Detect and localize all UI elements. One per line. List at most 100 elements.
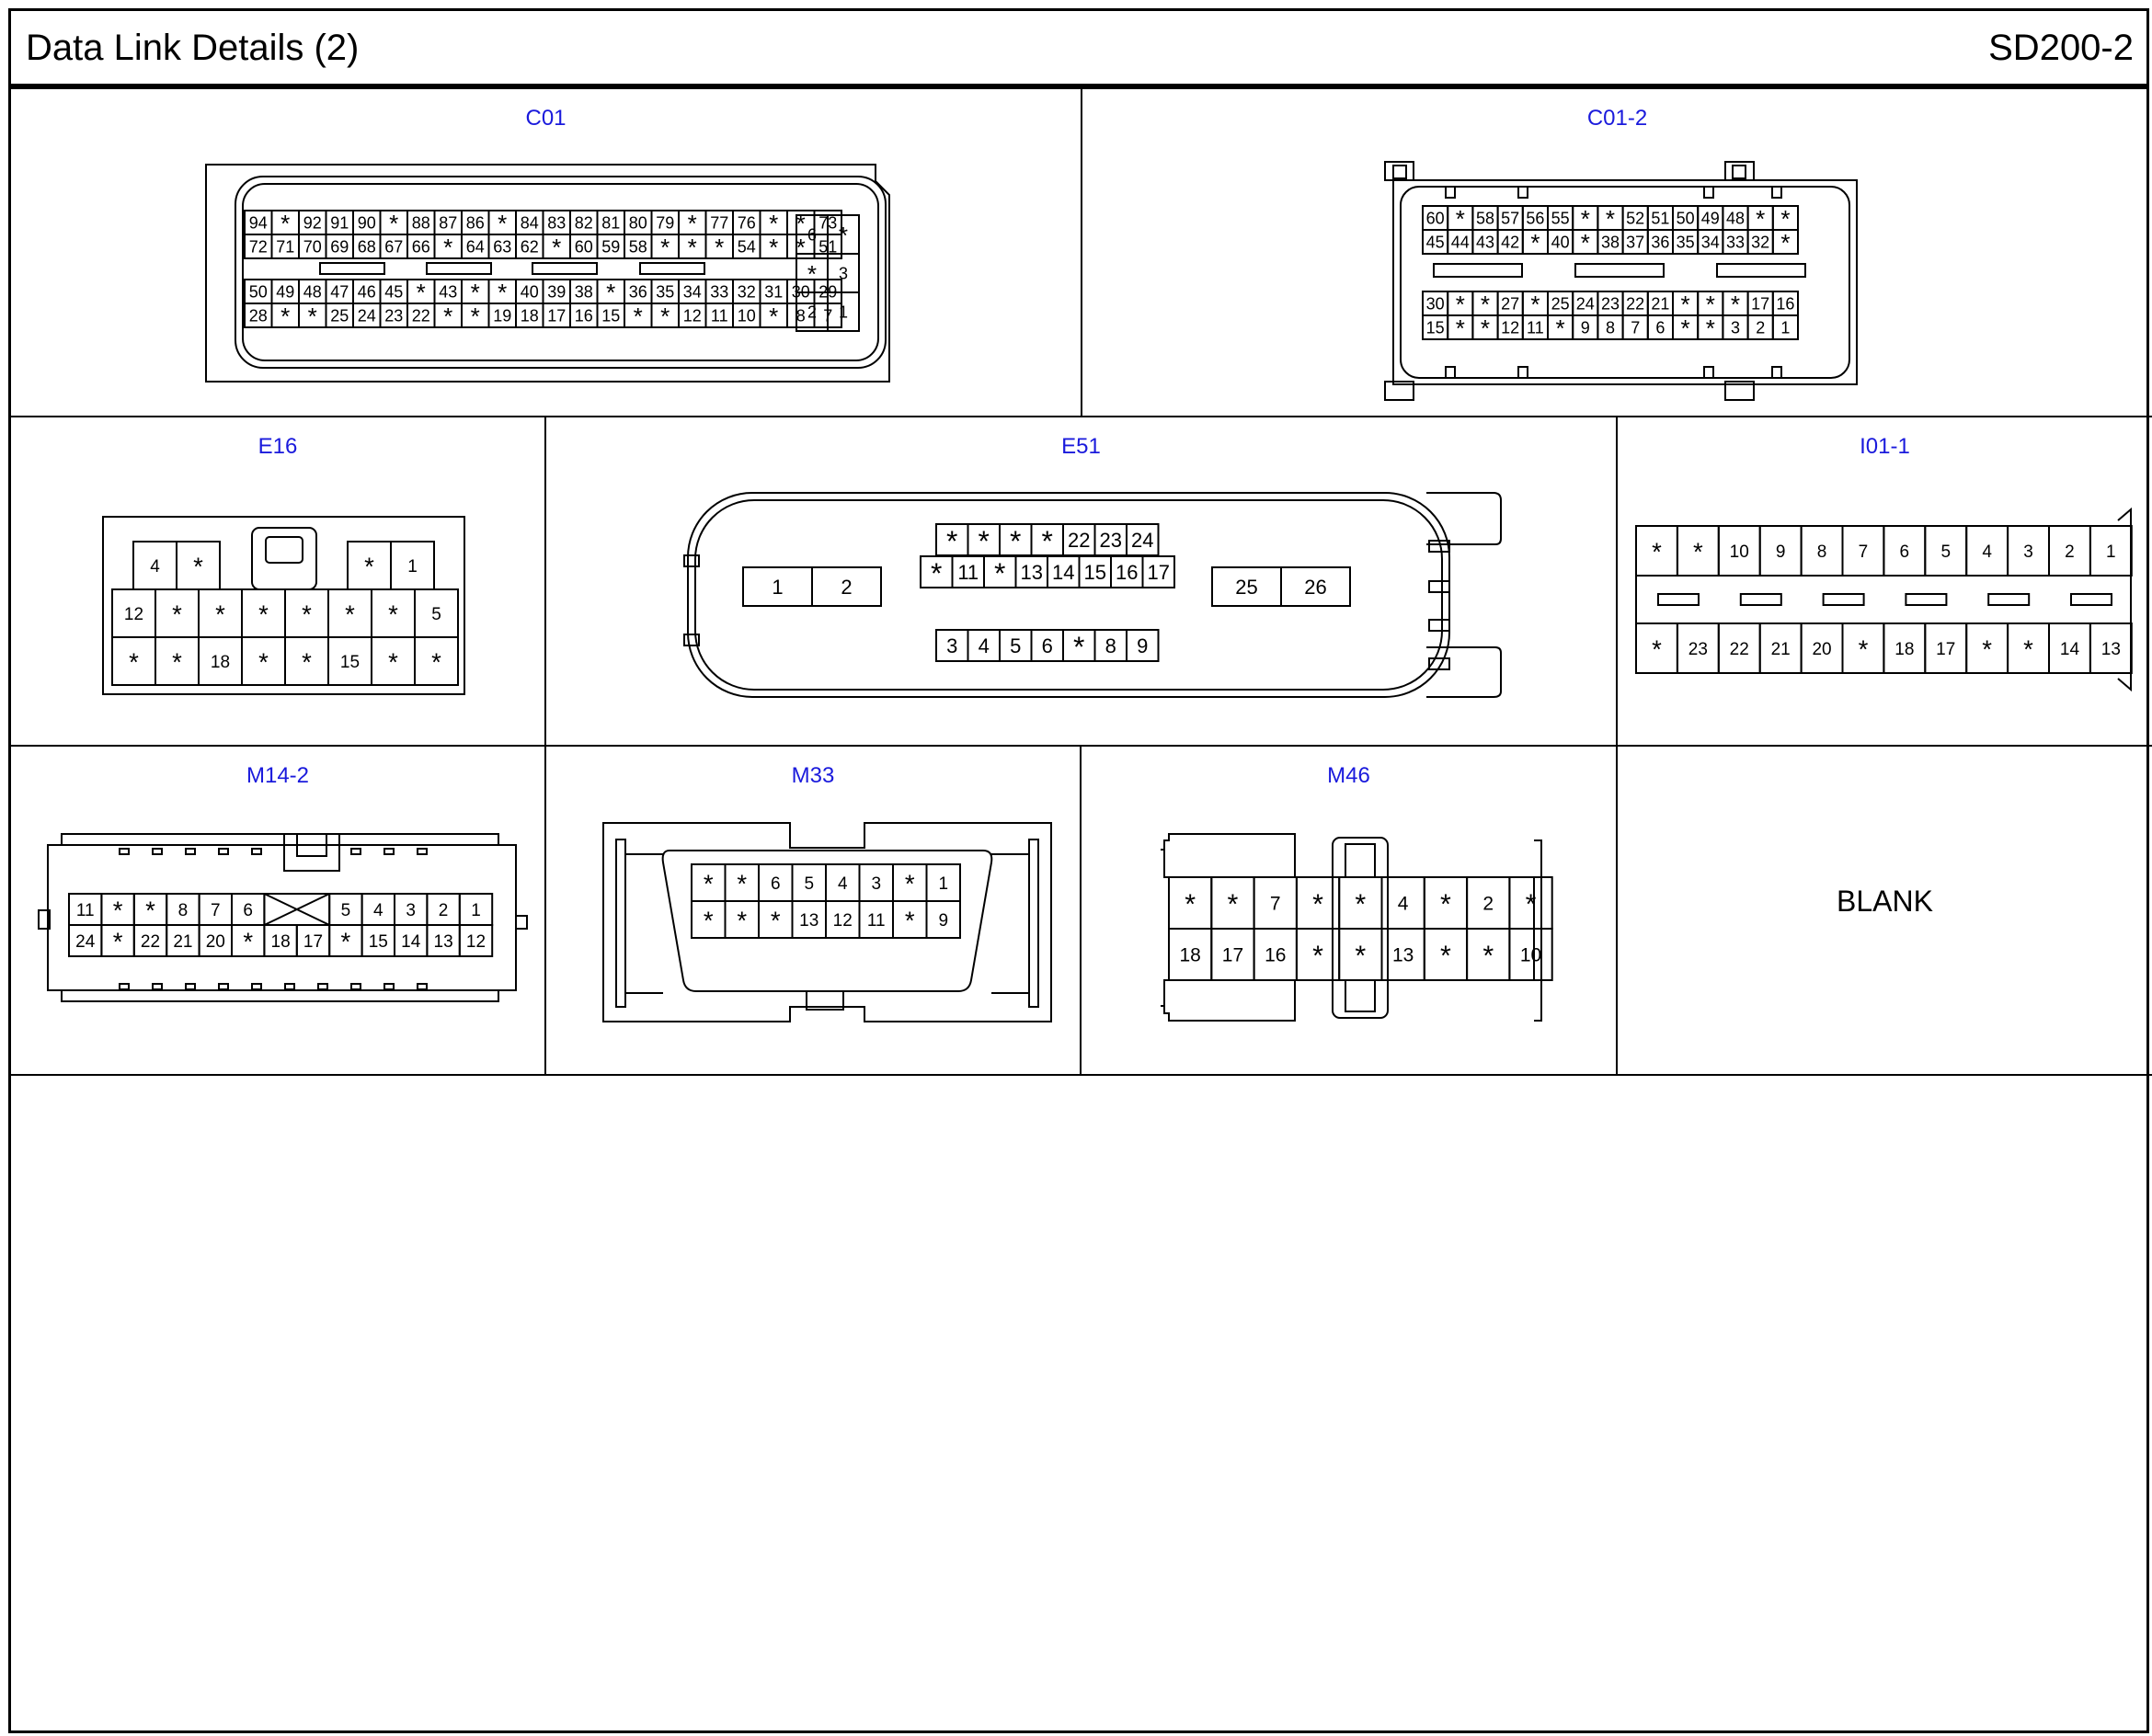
- pin-unused: *: [308, 303, 317, 330]
- pin-number: 25: [330, 306, 349, 325]
- pin-unused: *: [1440, 889, 1451, 920]
- pin-number: 86: [466, 213, 485, 232]
- pin-number: 4: [979, 634, 990, 657]
- pin-number: 16: [1116, 561, 1138, 584]
- pin-number: 1: [938, 874, 948, 894]
- tab: [350, 983, 361, 990]
- outline-line: [263, 893, 330, 926]
- pin-number: 5: [804, 874, 814, 894]
- pin-number: 12: [683, 306, 702, 325]
- pin-unused: *: [302, 600, 312, 628]
- pin-number: 21: [1771, 640, 1791, 659]
- housing: [235, 176, 887, 369]
- latch-inner: [1392, 165, 1407, 179]
- pin-unused: *: [1706, 314, 1715, 342]
- pin-cell: [811, 566, 882, 607]
- pin-unused: *: [1556, 314, 1565, 342]
- pin-unused: *: [172, 647, 182, 676]
- tab: [1517, 186, 1528, 199]
- tab: [251, 848, 262, 855]
- pin-unused: *: [113, 927, 123, 955]
- pin-unused: *: [771, 906, 781, 934]
- pin-unused: *: [1681, 291, 1690, 318]
- rib: [1028, 839, 1039, 1008]
- outline-path: [1163, 979, 1296, 1022]
- pin-number: 27: [1501, 294, 1519, 313]
- pin-number: 22: [1730, 640, 1749, 659]
- pin-number: 11: [867, 911, 886, 931]
- pin-number: 2: [439, 901, 449, 920]
- pin-unused: *: [1456, 291, 1465, 318]
- pin-unused: *: [688, 234, 697, 261]
- pin-unused: *: [243, 927, 253, 955]
- pin-number: 13: [799, 911, 818, 931]
- pin-number: 2: [1482, 894, 1494, 915]
- pin-number: 26: [1304, 576, 1326, 599]
- pin-number: 46: [358, 282, 376, 301]
- pin-unused: *: [443, 303, 452, 330]
- pin-unused: *: [796, 210, 806, 237]
- outline-path: [602, 822, 1052, 1022]
- pin-number: 18: [211, 653, 230, 672]
- pin-unused: *: [1355, 889, 1366, 920]
- tab: [317, 983, 328, 990]
- pin-unused: *: [1185, 889, 1196, 920]
- clip: [1428, 540, 1450, 553]
- pin-number: 49: [1701, 209, 1720, 227]
- pin-number: 5: [1940, 542, 1951, 562]
- outline-path: [661, 850, 993, 992]
- pin-number: 11: [957, 561, 979, 584]
- tab: [1517, 366, 1528, 379]
- tab: [185, 848, 196, 855]
- pin-cell: [1508, 928, 1553, 981]
- housing: [1392, 179, 1858, 385]
- key-slot: [639, 262, 705, 275]
- pin-number: 68: [358, 237, 376, 256]
- pin-number: 21: [1651, 294, 1669, 313]
- pin-number: 77: [710, 213, 728, 232]
- latch-inner: [265, 536, 303, 564]
- latch: [1384, 381, 1414, 401]
- pin-unused: *: [388, 600, 398, 628]
- pin-unused: *: [634, 303, 643, 330]
- pin-number: 1: [407, 557, 418, 577]
- pin-number: 18: [1179, 945, 1200, 966]
- tab: [1771, 186, 1782, 199]
- pin-unused: *: [431, 647, 441, 676]
- pin-unused: *: [2023, 634, 2033, 663]
- pin-unused: *: [1440, 941, 1451, 972]
- pin-number: 2: [2065, 542, 2075, 562]
- tab: [383, 983, 395, 990]
- pin-number: 63: [493, 237, 511, 256]
- pin-number: 25: [1551, 294, 1570, 313]
- pin-unused: *: [1456, 314, 1465, 342]
- outline-path: [1163, 833, 1296, 878]
- pin-unused: *: [905, 906, 915, 934]
- pin-number: 16: [1265, 945, 1286, 966]
- clip: [1428, 580, 1450, 593]
- pin-number: 24: [1131, 529, 1153, 552]
- pin-unused: *: [1355, 941, 1366, 972]
- pin-number: 3: [839, 264, 848, 282]
- pin-number: 4: [838, 874, 848, 894]
- key-slot: [1905, 593, 1948, 606]
- pin-number: 47: [330, 282, 349, 301]
- pin-cell: [2089, 525, 2133, 577]
- tab: [1445, 366, 1456, 379]
- pin-number: 6: [1900, 542, 1910, 562]
- key-slot: [426, 262, 492, 275]
- pin-cell: [925, 900, 961, 939]
- pin-number: 28: [249, 306, 268, 325]
- pin-number: 24: [75, 932, 96, 952]
- tab: [119, 983, 130, 990]
- pin-number: 3: [2023, 542, 2033, 562]
- pin-number: 24: [358, 306, 376, 325]
- pin-number: 60: [575, 237, 593, 256]
- pin-number: 17: [547, 306, 566, 325]
- pin-number: 8: [1606, 318, 1615, 337]
- pin-unused: *: [258, 647, 269, 676]
- pin-number: 34: [1701, 233, 1720, 251]
